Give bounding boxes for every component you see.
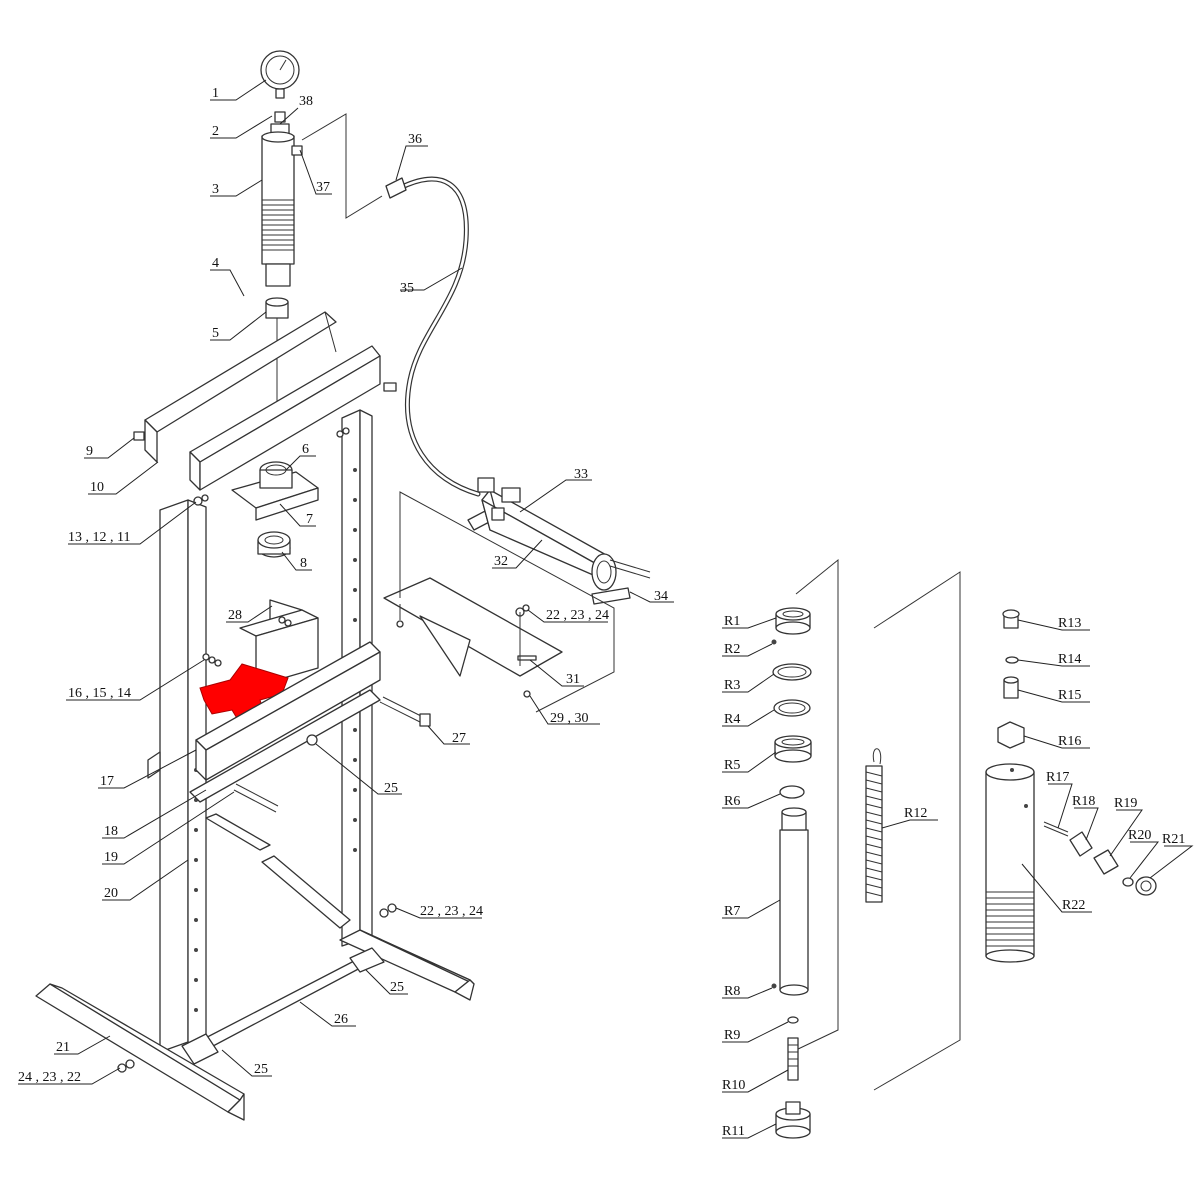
label-24-23-22: 24 , 23 , 22 xyxy=(18,1070,81,1085)
label-16-15-14: 16 , 15 , 14 xyxy=(68,686,131,701)
cylinder-mount-plate xyxy=(231,461,319,521)
label-25-upper: 25 xyxy=(384,781,398,796)
gauge-fitting xyxy=(270,111,290,135)
label-1: 1 xyxy=(212,86,219,101)
cylinder-parts-assembly xyxy=(771,558,1157,1139)
piston-rod xyxy=(779,807,809,996)
press-frame-assembly xyxy=(35,50,651,1121)
label-8: 8 xyxy=(300,556,307,571)
label-19: 19 xyxy=(104,850,118,865)
support-pin xyxy=(379,696,431,727)
label-32: 32 xyxy=(494,554,508,569)
label-r21: R21 xyxy=(1162,832,1185,847)
label-3: 3 xyxy=(212,182,219,197)
label-21: 21 xyxy=(56,1040,70,1055)
label-20: 20 xyxy=(104,886,118,901)
label-2: 2 xyxy=(212,124,219,139)
label-5: 5 xyxy=(212,326,219,341)
label-6: 6 xyxy=(302,442,309,457)
label-7: 7 xyxy=(306,512,313,527)
support-pin-lower xyxy=(233,783,279,813)
label-9: 9 xyxy=(86,444,93,459)
label-r19: R19 xyxy=(1114,796,1137,811)
label-r14: R14 xyxy=(1058,652,1081,667)
o-ring xyxy=(779,785,805,799)
lower-brace xyxy=(205,813,351,929)
label-29-30: 29 , 30 xyxy=(550,711,589,726)
leader-lines xyxy=(18,79,1194,1139)
label-4: 4 xyxy=(212,256,219,271)
label-r2: R2 xyxy=(724,642,740,657)
bleed-screw-set xyxy=(997,609,1025,749)
ram-saddle xyxy=(265,297,289,408)
label-27: 27 xyxy=(452,731,466,746)
return-spring xyxy=(865,748,883,903)
nut-washer-set xyxy=(117,427,397,1073)
label-r7: R7 xyxy=(724,904,740,919)
label-13-12-11: 13 , 12 , 11 xyxy=(68,530,130,545)
hydraulic-hose xyxy=(385,176,481,497)
left-foot xyxy=(35,983,245,1121)
label-r8: R8 xyxy=(724,984,740,999)
label-25-mid: 25 xyxy=(390,980,404,995)
label-22-23-24-top: 22 , 23 , 24 xyxy=(546,608,609,623)
screw xyxy=(787,1037,799,1081)
cylinder-body xyxy=(985,763,1035,963)
piston-head xyxy=(774,735,812,763)
bed-plate-highlighted xyxy=(199,663,289,721)
label-37: 37 xyxy=(316,180,330,195)
ring-nut xyxy=(257,531,291,558)
label-r5: R5 xyxy=(724,758,740,773)
label-r10: R10 xyxy=(722,1078,745,1093)
label-r13: R13 xyxy=(1058,616,1081,631)
seal-ring-r3 xyxy=(772,663,812,681)
label-r9: R9 xyxy=(724,1028,740,1043)
left-upright xyxy=(159,499,207,1053)
label-26: 26 xyxy=(334,1012,348,1027)
seal-ring-r4 xyxy=(773,699,811,717)
label-r6: R6 xyxy=(724,794,740,809)
label-r15: R15 xyxy=(1058,688,1081,703)
release-valve-set xyxy=(1043,821,1157,896)
label-33: 33 xyxy=(574,467,588,482)
right-foot xyxy=(339,929,475,1001)
label-35: 35 xyxy=(400,281,414,296)
label-18: 18 xyxy=(104,824,118,839)
label-r11: R11 xyxy=(722,1124,745,1139)
foot-tie-bar xyxy=(181,947,385,1065)
lower-cross-beam xyxy=(147,641,381,803)
label-17: 17 xyxy=(100,774,114,789)
label-38: 38 xyxy=(299,94,313,109)
label-r17: R17 xyxy=(1046,770,1069,785)
label-10: 10 xyxy=(90,480,104,495)
label-28: 28 xyxy=(228,608,242,623)
label-36: 36 xyxy=(408,132,422,147)
label-r22: R22 xyxy=(1062,898,1085,913)
cylinder-top-cap xyxy=(775,607,811,635)
small-washer xyxy=(787,1016,799,1024)
press-bed-bars xyxy=(239,599,319,687)
label-r12: R12 xyxy=(904,806,927,821)
top-beam xyxy=(144,311,381,491)
label-25-lower: 25 xyxy=(254,1062,268,1077)
label-31: 31 xyxy=(566,672,580,687)
label-34: 34 xyxy=(654,589,668,604)
base-plug xyxy=(775,1101,811,1139)
label-r16: R16 xyxy=(1058,734,1081,749)
pressure-gauge xyxy=(260,50,300,99)
label-r4: R4 xyxy=(724,712,740,727)
ram-cylinder xyxy=(261,131,303,287)
label-r20: R20 xyxy=(1128,828,1151,843)
label-r18: R18 xyxy=(1072,794,1095,809)
hand-pump xyxy=(467,477,651,605)
pump-base-plate xyxy=(383,577,563,698)
part-labels: 1 2 38 3 37 36 4 35 5 9 10 6 7 13 , 12 ,… xyxy=(18,86,1185,1139)
label-r3: R3 xyxy=(724,678,740,693)
bolt xyxy=(133,382,397,441)
label-22-23-24-mid: 22 , 23 , 24 xyxy=(420,904,483,919)
label-r1: R1 xyxy=(724,614,740,629)
assembly-guide-lines xyxy=(301,113,615,713)
